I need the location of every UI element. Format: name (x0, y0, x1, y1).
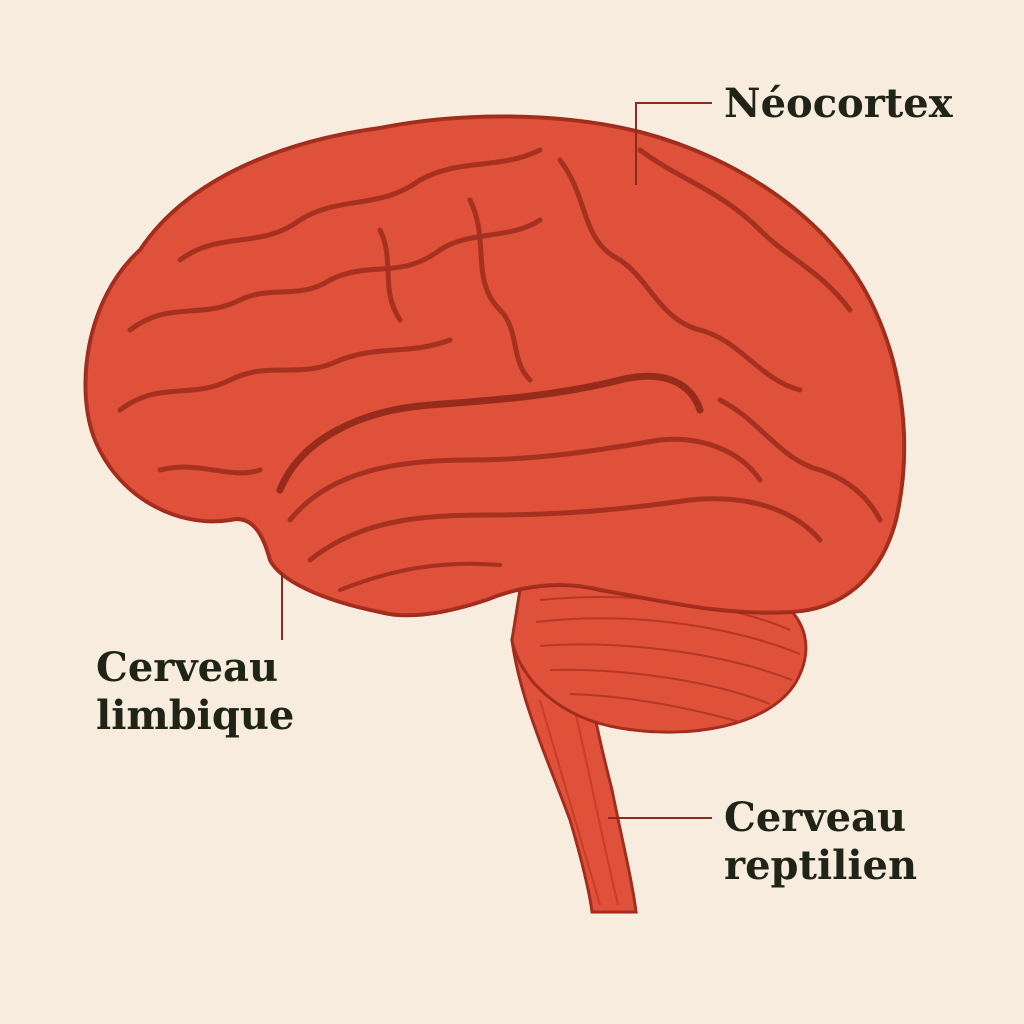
reptilian-label-line-2: reptilien (724, 842, 918, 889)
limbic-label-line-1: Cerveau (96, 644, 279, 691)
cerebrum (83, 114, 907, 618)
reptilian-brain-label: Cerveau reptilien (724, 794, 917, 890)
neocortex-leader-line (635, 102, 712, 185)
limbic-brain-label: Cerveau limbique (96, 644, 294, 740)
limbic-label-line-2: limbique (96, 692, 295, 739)
neocortex-label: Néocortex (724, 80, 953, 128)
neocortex-label-text: Néocortex (724, 80, 953, 127)
reptilian-label-line-1: Cerveau (724, 794, 907, 841)
brain-stem (510, 638, 638, 914)
